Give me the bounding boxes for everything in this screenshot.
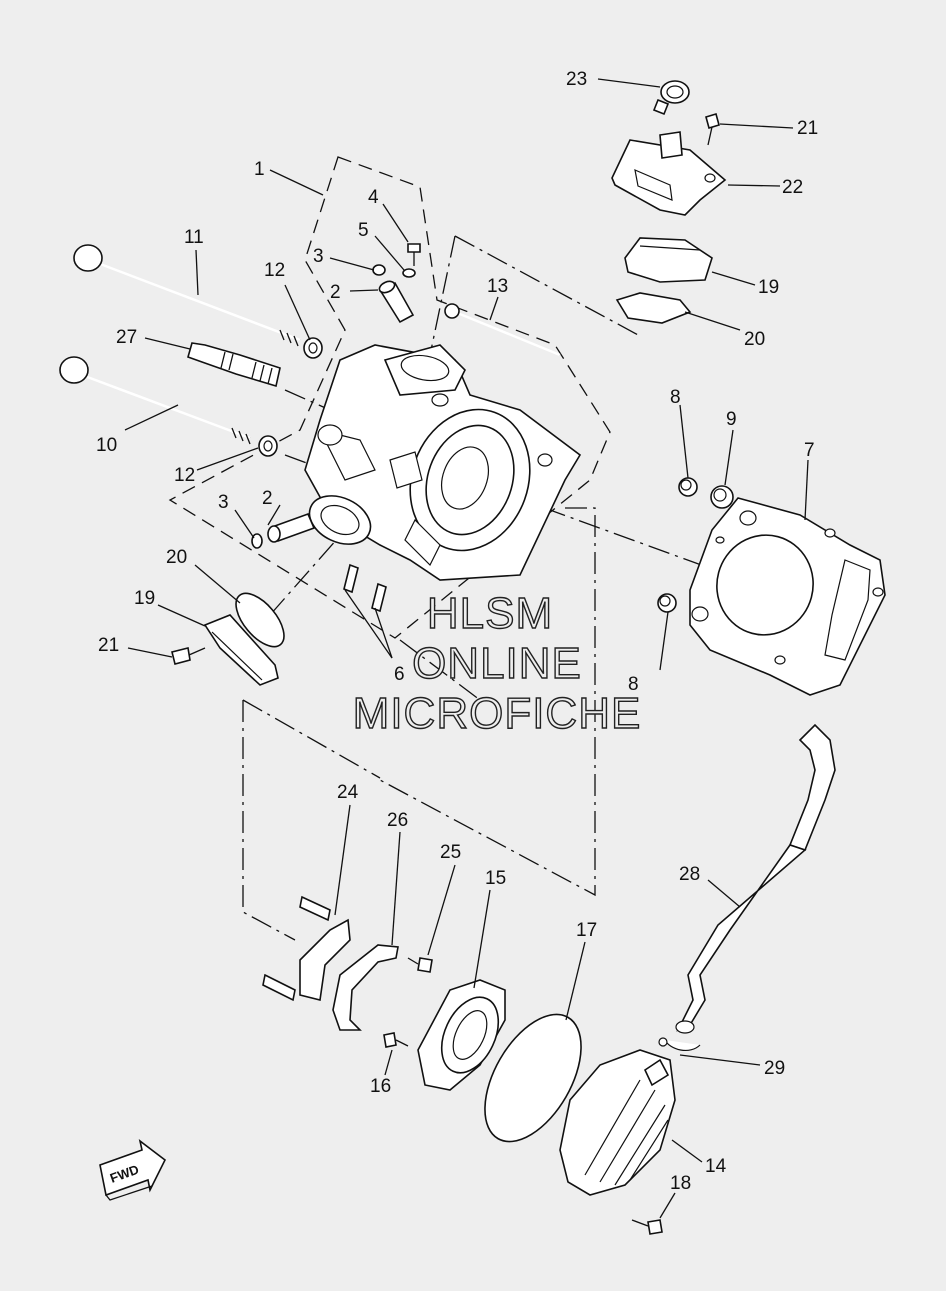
callout-28: 28 — [679, 864, 700, 885]
hose-28 — [675, 723, 836, 1034]
o-ring-3-upper — [372, 264, 386, 276]
stud-bolt-13 — [444, 303, 561, 357]
callout-23: 23 — [566, 69, 587, 90]
long-stud-bolt-10 — [59, 356, 251, 445]
callout-17: 17 — [576, 920, 597, 941]
dowel-pin-2-lower — [267, 512, 316, 543]
callout-1: 1 — [254, 159, 265, 180]
washer-12-lower — [258, 435, 278, 457]
callout-29: 29 — [764, 1058, 785, 1079]
bolt-16 — [383, 1032, 409, 1048]
callout-26: 26 — [387, 810, 408, 831]
cylinder-head — [304, 344, 582, 581]
callout-4: 4 — [368, 187, 379, 208]
callout-10: 10 — [96, 435, 117, 456]
stud-6 — [343, 563, 387, 613]
callout-18: 18 — [670, 1173, 691, 1194]
callout-11: 11 — [184, 227, 204, 248]
cap-19-right — [624, 237, 713, 283]
callout-20-left: 20 — [166, 547, 187, 568]
callout-9: 9 — [726, 409, 737, 430]
bolt-25 — [407, 957, 433, 973]
callout-7: 7 — [804, 440, 815, 461]
o-ring-9 — [710, 485, 734, 509]
callout-8-upper: 8 — [670, 387, 681, 408]
gasket-20-left — [235, 592, 285, 648]
cylinder-gasket-7 — [689, 497, 886, 696]
callout-3-upper: 3 — [313, 246, 324, 267]
dowel-pin-2-upper — [378, 280, 415, 324]
gasket-20-right — [615, 292, 692, 324]
plate-26 — [332, 944, 399, 1031]
callout-20-right: 20 — [744, 329, 765, 350]
long-stud-bolt-11 — [73, 244, 301, 347]
cover-14 — [559, 1049, 676, 1196]
cylinder-head-assembly-outline — [168, 156, 611, 639]
callout-14: 14 — [705, 1156, 727, 1177]
callout-27: 27 — [116, 327, 137, 348]
callout-15: 15 — [485, 868, 506, 889]
callout-2-lower: 2 — [262, 488, 273, 509]
o-ring-17 — [484, 1013, 582, 1143]
callout-24: 24 — [337, 782, 359, 803]
spark-plug-27 — [187, 342, 281, 388]
watermark-line-3: MICROFICHE — [353, 689, 642, 738]
callout-6: 6 — [394, 664, 405, 685]
callout-12-upper: 12 — [264, 260, 285, 281]
housing-15 — [417, 979, 506, 1091]
callout-labels: 1 2 2 3 3 4 5 6 7 8 8 9 10 11 12 12 13 1… — [96, 69, 818, 1194]
washer-5 — [402, 268, 416, 278]
callout-25: 25 — [440, 842, 461, 863]
bolt-18 — [631, 1219, 663, 1235]
callout-22: 22 — [782, 177, 803, 198]
bracket-22 — [611, 131, 727, 216]
dowel-8-lower — [657, 593, 677, 613]
guide-24 — [262, 895, 351, 1002]
watermark: HLSM ONLINE MICROFICHE — [352, 588, 642, 738]
bolt-21-left — [171, 647, 206, 665]
callout-16: 16 — [370, 1076, 391, 1097]
watermark-line-1: HLSM — [427, 589, 553, 638]
o-ring-3-lower — [251, 533, 263, 549]
callout-8-lower: 8 — [628, 674, 639, 695]
bolt-4 — [407, 243, 421, 266]
callout-12-lower: 12 — [174, 465, 195, 486]
callout-2-upper: 2 — [330, 282, 341, 303]
bolt-21-right — [705, 112, 720, 146]
clamp-29 — [658, 1037, 701, 1052]
cap-19-left — [203, 614, 279, 686]
callout-3-lower: 3 — [218, 492, 229, 513]
washer-12-upper — [303, 337, 323, 359]
callout-21-left: 21 — [98, 635, 119, 656]
watermark-line-2: ONLINE — [412, 639, 582, 688]
callout-19-right: 19 — [758, 277, 779, 298]
callout-5: 5 — [358, 220, 369, 241]
fwd-arrow: FWD — [99, 1139, 167, 1201]
hose-clamp-23 — [652, 80, 690, 116]
dowel-8-upper — [678, 477, 698, 497]
callout-13: 13 — [487, 276, 508, 297]
callout-19-left: 19 — [134, 588, 155, 609]
callout-21-right: 21 — [797, 118, 818, 139]
leader-lines — [124, 78, 809, 1219]
